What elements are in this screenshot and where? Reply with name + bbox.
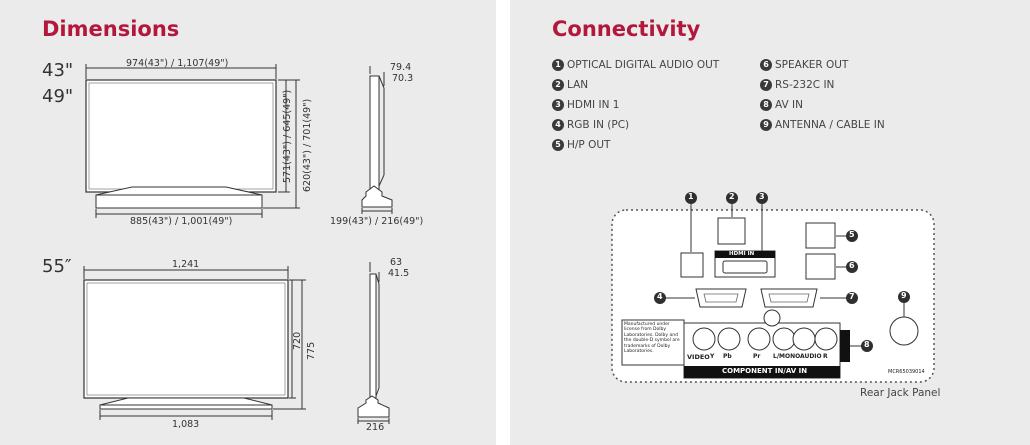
large-stand-width-label: 1,083 [172, 419, 200, 430]
conn-item-label: LAN [567, 79, 589, 91]
large-height-stand-label: 775 [306, 341, 317, 360]
conn-item-label: ANTENNA / CABLE IN [775, 119, 885, 131]
callout-3: 3 [759, 192, 765, 201]
callout-5: 5 [849, 230, 855, 239]
l-mono-label: L/MONO [773, 353, 801, 360]
conn-item-label: RS-232C IN [775, 79, 835, 91]
callout-7: 7 [849, 292, 855, 301]
small-width-label: 974(43") / 1,107(49") [126, 58, 229, 69]
callout-2: 2 [729, 192, 735, 201]
small-depth-body-label: 70.3 [392, 73, 414, 84]
hdmi-in-label: HDMI IN [729, 251, 755, 257]
video-label: VIDEO [687, 353, 710, 361]
large-depth-top-label: 63 [390, 257, 403, 268]
small-stand-width-label: 885(43") / 1,001(49") [130, 216, 233, 227]
model-code: MCR65039014 [888, 369, 925, 375]
conn-item-label: OPTICAL DIGITAL AUDIO OUT [567, 59, 720, 71]
small-tv-side [361, 66, 393, 214]
pr-label: Pr [753, 353, 761, 360]
callout-4: 4 [657, 292, 663, 301]
callout-1: 1 [688, 192, 694, 201]
small-depth-stand-label: 199(43") / 216(49") [330, 216, 424, 227]
small-height-stand-label: 620(43") / 701(49") [302, 98, 313, 192]
large-depth-stand-label: 216 [366, 422, 385, 433]
dimension-drawings [83, 64, 393, 424]
pb-label: Pb [723, 353, 732, 360]
small-depth-top-label: 79.4 [390, 62, 412, 73]
large-tv-front [83, 266, 306, 420]
size-49-label: 49" [42, 86, 74, 107]
number-9-icon: 9 [760, 119, 772, 131]
dimensions-panel: Dimensions 43" 49" 55″ [0, 0, 496, 445]
audio-label: AUDIO [800, 353, 822, 360]
conn-item-label: AV IN [775, 99, 803, 111]
number-2-icon: 2 [552, 79, 564, 91]
dimensions-title: Dimensions [42, 17, 180, 41]
number-3-icon: 3 [552, 99, 564, 111]
rear-jack-panel-caption: Rear Jack Panel [860, 387, 941, 399]
conn-item-label: H/P OUT [567, 139, 611, 151]
size-43-label: 43" [42, 60, 74, 81]
conn-item-label: HDMI IN 1 [567, 99, 620, 111]
large-width-label: 1,241 [172, 259, 200, 270]
small-height-label: 571(43") / 645(49") [282, 89, 293, 183]
large-depth-body-label: 41.5 [388, 268, 410, 279]
small-tv-front [85, 64, 300, 218]
large-tv-side [357, 262, 390, 424]
callout-6: 6 [849, 261, 855, 270]
number-4-icon: 4 [552, 119, 564, 131]
conn-item-label: RGB IN (PC) [567, 119, 630, 131]
large-height-label: 720 [292, 331, 303, 350]
number-1-icon: 1 [552, 59, 564, 71]
component-av-label: COMPONENT IN/AV IN [722, 367, 808, 375]
r-label: R [823, 353, 828, 360]
callout-8: 8 [864, 340, 870, 349]
conn-item-label: SPEAKER OUT [775, 59, 849, 71]
y-label: Y [710, 353, 715, 360]
number-6-icon: 6 [760, 59, 772, 71]
number-5-icon: 5 [552, 139, 564, 151]
dolby-notice: Manufactured under license from Dolby La… [624, 322, 680, 355]
connectivity-title: Connectivity [552, 17, 701, 41]
size-55-label: 55″ [42, 256, 72, 277]
rear-jack-panel-diagram [611, 192, 935, 383]
callout-9: 9 [901, 291, 907, 300]
number-7-icon: 7 [760, 79, 772, 91]
number-8-icon: 8 [760, 99, 772, 111]
